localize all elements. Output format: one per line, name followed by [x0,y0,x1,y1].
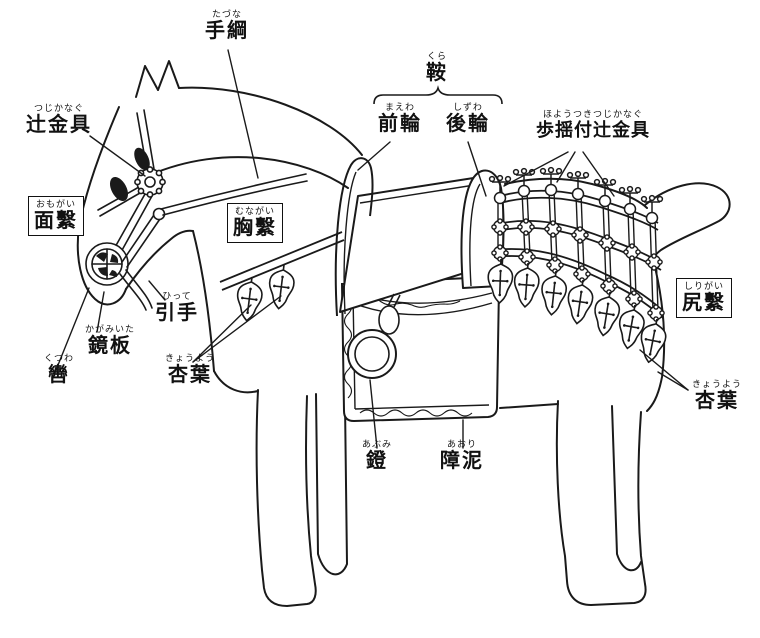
cheek-plate-icon [85,242,129,286]
label-hoyotsuki-tsujikanagu: ほようつきつじかなぐ 歩揺付辻金具 [530,109,656,140]
bridle-group [85,109,308,311]
label-omogai-text: 面繫 [34,210,78,232]
leader-lines [51,49,689,449]
crupper-group [486,166,670,366]
label-gyoyo-left-kana: きょうよう [164,353,215,363]
label-kutsuwa-text: 轡 [48,364,70,386]
label-munagai: むながい 胸繫 [227,203,283,243]
label-shirigai: しりがい 尻繫 [676,278,732,318]
label-hitte: ひって 引手 [150,291,204,324]
saddle-front-arch [334,157,374,317]
label-hitte-text: 引手 [155,302,199,324]
label-aori-kana: あおり [446,439,477,449]
label-hoyotsuki-text: 歩揺付辻金具 [536,120,650,140]
rein-ring-icon [152,207,166,221]
label-aori-text: 障泥 [440,450,484,472]
label-abumi: あぶみ 鐙 [354,439,400,472]
crupper-rosette-icon [546,255,564,275]
label-tazuna-text: 手綱 [205,20,249,42]
label-omogai: おもがい 面繫 [28,196,84,236]
label-abumi-text: 鐙 [366,450,388,472]
label-gyoyo-right: きょうよう 杏葉 [686,379,748,412]
label-shizuwa-text: 後輪 [446,113,490,135]
saddle-brace [373,85,503,105]
label-gyoyo-left: きょうよう 杏葉 [160,353,220,386]
chest-strap-group [219,231,345,324]
label-kutsuwa: くつわ 轡 [40,353,78,386]
label-aori: あおり 障泥 [430,439,494,472]
label-shizuwa-kana: しずわ [453,102,483,112]
label-abumi-kana: あぶみ [361,439,392,449]
label-tazuna: たづな 手綱 [196,9,258,42]
label-maewa: まえわ 前輪 [370,102,430,135]
horse-body-outline [76,60,731,607]
crupper-pendant-icon [511,261,542,309]
saddle-group [334,157,505,379]
crupper-pendant-icon [538,268,569,317]
label-omogai-kana: おもがい [35,199,76,209]
label-gyoyo-left-text: 杏葉 [168,364,212,386]
crupper-rosette-icon [571,225,589,245]
label-kura-kana: くら [426,51,447,61]
label-hoyotsuki-kana: ほようつきつじかなぐ [542,109,643,119]
hoyo-ornament-icon [640,194,664,225]
label-kura-text: 鞍 [426,62,448,84]
label-tsujikanagu-text: 辻金具 [26,114,92,136]
label-kutsuwa-kana: くつわ [43,353,74,363]
label-gyoyo-right-text: 杏葉 [695,390,739,412]
crupper-pendant-icon [590,289,623,339]
label-kagamiita-kana: かがみいた [84,324,135,334]
label-kura: くら 鞍 [408,51,466,84]
label-shizuwa: しずわ 後輪 [438,102,498,135]
label-kagamiita-text: 鏡板 [88,335,132,357]
label-munagai-kana: むながい [234,206,275,216]
label-maewa-kana: まえわ [384,102,415,112]
label-gyoyo-right-kana: きょうよう [691,379,742,389]
label-shirigai-kana: しりがい [683,281,724,291]
label-tazuna-kana: たづな [211,9,242,19]
label-hitte-kana: ひって [162,291,192,301]
label-maewa-text: 前輪 [378,113,422,135]
bridle-rosette-icon [134,166,166,198]
label-tsujikanagu-kana: つじかなぐ [33,103,84,113]
label-munagai-text: 胸繫 [233,217,277,239]
crupper-pendant-icon [563,277,596,327]
label-tsujikanagu: つじかなぐ 辻金具 [24,103,94,136]
label-shirigai-text: 尻繫 [682,292,726,314]
label-kagamiita: かがみいた 鏡板 [78,324,142,357]
